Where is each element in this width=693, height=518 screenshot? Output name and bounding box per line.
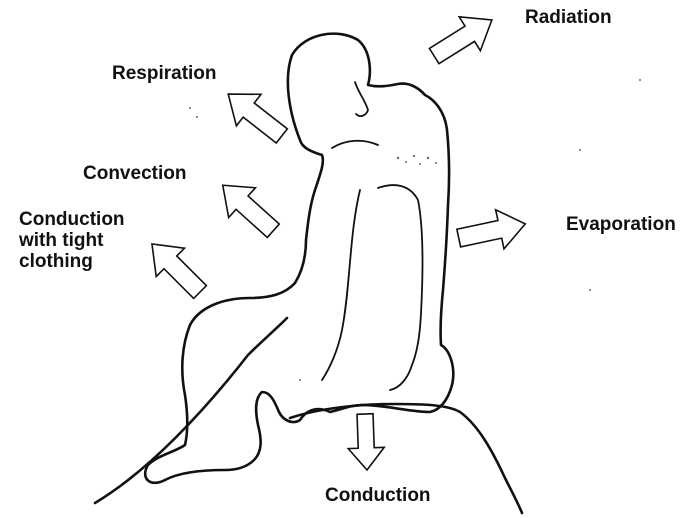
arrow-respiration bbox=[216, 78, 294, 151]
arrow-radiation bbox=[424, 3, 503, 73]
label-convection: Convection bbox=[83, 163, 186, 184]
label-conduction: Conduction bbox=[325, 485, 431, 506]
arrow-conduction bbox=[347, 413, 385, 470]
label-radiation: Radiation bbox=[525, 7, 612, 28]
arrow-evaporation bbox=[455, 204, 530, 257]
ground-line bbox=[95, 318, 287, 503]
label-evaporation: Evaporation bbox=[566, 214, 676, 235]
label-conduction-tight-line-3: clothing bbox=[19, 251, 125, 272]
label-conduction-tight-line-1: Conduction bbox=[19, 209, 125, 230]
arrow-conduction-tight bbox=[138, 230, 214, 306]
arm-detail bbox=[378, 185, 423, 390]
label-respiration: Respiration bbox=[112, 63, 217, 84]
label-conduction-tight-line-2: with tight bbox=[19, 230, 125, 251]
arrow-convection bbox=[209, 170, 286, 245]
label-conduction-tight-clothing: Conduction with tight clothing bbox=[19, 209, 125, 272]
collar-fold bbox=[332, 141, 378, 148]
torso-fold bbox=[322, 190, 360, 380]
ear-detail bbox=[355, 82, 368, 116]
